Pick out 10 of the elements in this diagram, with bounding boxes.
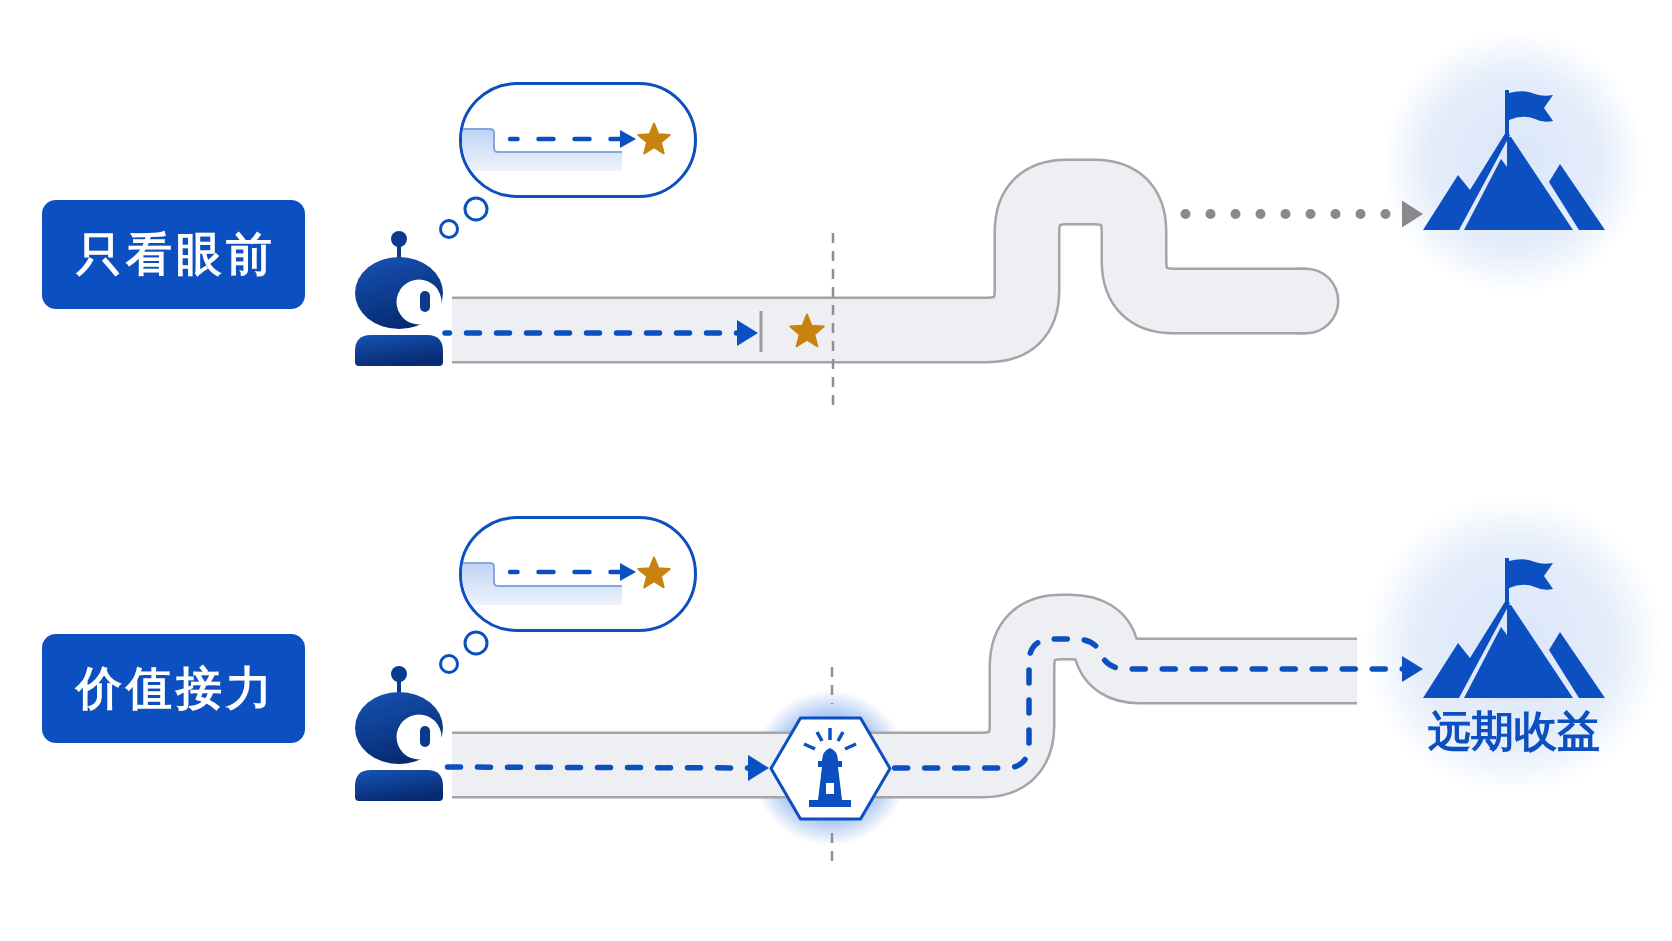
goal-caption: 远期收益 — [1427, 707, 1601, 755]
star-icon — [636, 121, 672, 157]
robot-icon — [355, 665, 443, 801]
row-label: 价值接力 — [42, 634, 305, 743]
robot-icon — [355, 230, 443, 366]
star-icon — [636, 555, 672, 591]
star-icon — [788, 312, 826, 350]
row-label: 只看眼前 — [42, 200, 305, 309]
mountain-flag-icon — [1423, 90, 1605, 230]
barrier-mark — [758, 311, 764, 352]
